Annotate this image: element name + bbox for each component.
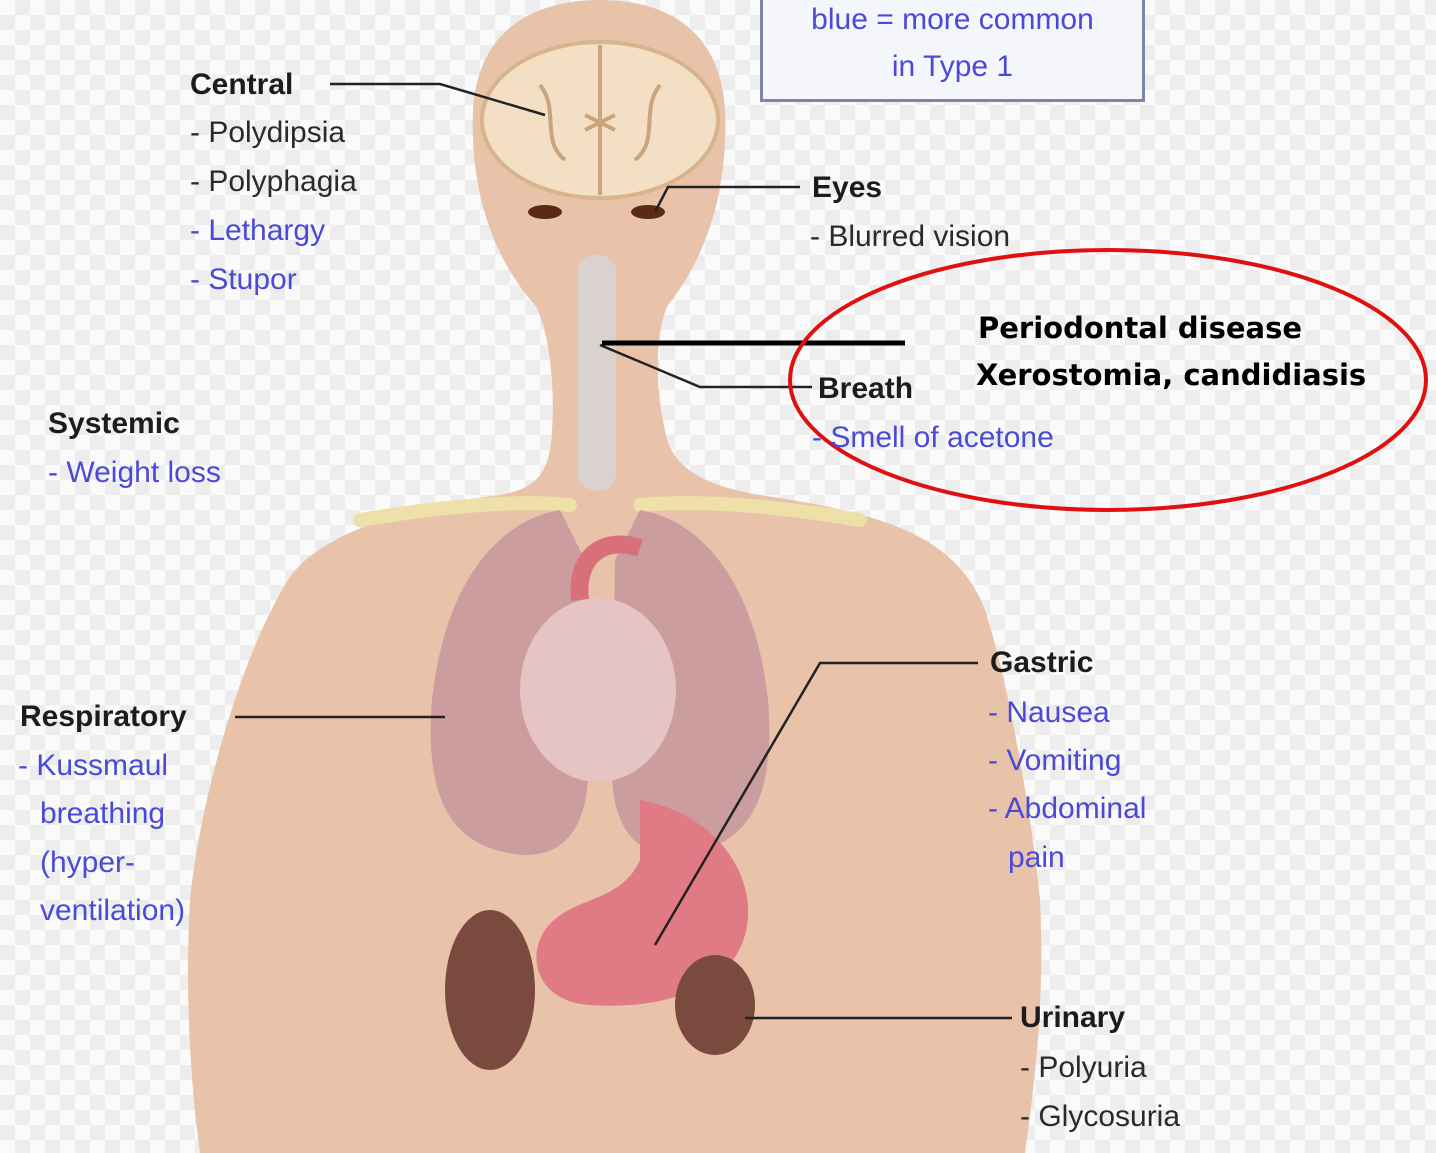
central-item-4: - Stupor bbox=[190, 255, 297, 304]
annotation-line-1: Periodontal disease bbox=[978, 305, 1302, 351]
annotation-line-2: Xerostomia, candidiasis bbox=[976, 352, 1366, 398]
left-eye bbox=[528, 205, 562, 219]
central-item-2: - Polyphagia bbox=[190, 157, 357, 206]
gastric-item-3: - Abdominal bbox=[988, 784, 1146, 833]
central-item-1: - Polydipsia bbox=[190, 108, 345, 157]
right-eye bbox=[631, 205, 665, 219]
gastric-item-4: pain bbox=[1008, 833, 1065, 882]
left-kidney bbox=[445, 910, 535, 1070]
respiratory-item-1: - Kussmaul bbox=[18, 741, 168, 790]
trachea bbox=[578, 255, 616, 490]
eyes-item-1: - Blurred vision bbox=[810, 212, 1010, 261]
urinary-item-1: - Polyuria bbox=[1020, 1043, 1147, 1092]
urinary-item-2: - Glycosuria bbox=[1020, 1092, 1180, 1141]
legend-box: blue = more common in Type 1 bbox=[760, 0, 1145, 102]
central-item-3: - Lethargy bbox=[190, 206, 325, 255]
respiratory-heading: Respiratory bbox=[20, 692, 187, 741]
respiratory-item-2: breathing bbox=[40, 789, 165, 838]
respiratory-item-3: (hyper- bbox=[40, 838, 135, 887]
heart bbox=[520, 598, 676, 782]
central-heading: Central bbox=[190, 60, 293, 109]
respiratory-item-4: ventilation) bbox=[40, 886, 185, 935]
urinary-heading: Urinary bbox=[1020, 993, 1125, 1042]
gastric-item-2: - Vomiting bbox=[988, 736, 1121, 785]
breath-item-1: - Smell of acetone bbox=[812, 413, 1054, 462]
right-kidney bbox=[675, 955, 755, 1055]
breath-heading: Breath bbox=[818, 364, 913, 413]
legend-line-1: blue = more common bbox=[763, 3, 1142, 37]
gastric-heading: Gastric bbox=[990, 638, 1093, 687]
eyes-heading: Eyes bbox=[812, 163, 882, 212]
systemic-heading: Systemic bbox=[48, 399, 180, 448]
legend-line-2: in Type 1 bbox=[763, 50, 1142, 84]
systemic-item-1: - Weight loss bbox=[48, 448, 221, 497]
gastric-item-1: - Nausea bbox=[988, 688, 1110, 737]
